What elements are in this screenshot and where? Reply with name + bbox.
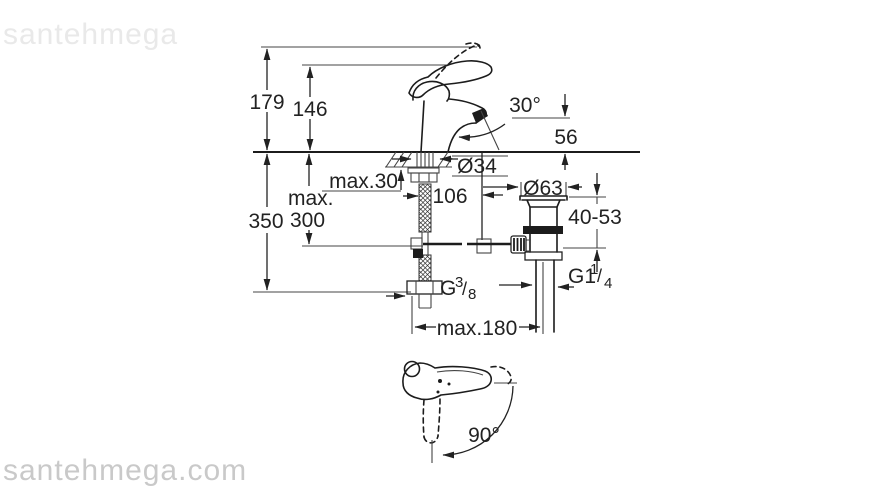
linkage-knob [510, 235, 527, 254]
dim-deck-thickness: max.30 [329, 170, 398, 193]
handle-cap [403, 360, 421, 378]
pop-up-waste [510, 195, 568, 333]
dim-handle-swing: 90° [468, 424, 500, 447]
dim-height-to-aerator: 146 [292, 98, 327, 121]
dim-total-depth: 350 [248, 210, 283, 233]
watermark-top: santehmega [3, 18, 179, 51]
spout-angle-arc [458, 123, 506, 142]
dim-supply-thread: G 3 / 8 [440, 274, 476, 303]
dim-spout-angle: 30° [509, 94, 541, 117]
rod-bracket [410, 237, 423, 250]
mounting-nut [410, 172, 438, 183]
threaded-shank-lower [418, 254, 432, 282]
watermark-bottom: santehmega.com [3, 454, 248, 487]
faucet-lever [408, 60, 493, 99]
svg-text:G: G [440, 277, 456, 300]
faucet-front-view [385, 42, 511, 309]
aerator [472, 108, 488, 123]
dim-max-spread: max.180 [437, 317, 518, 340]
mounting-washer [407, 167, 440, 174]
swing-arc [442, 385, 514, 459]
svg-text:8: 8 [468, 286, 476, 303]
supply-nut [406, 280, 443, 295]
faucet-dome [412, 80, 451, 102]
threaded-shank-upper [418, 183, 432, 233]
dim-height-total: 179 [249, 91, 284, 114]
dim-center-offset: 106 [432, 185, 467, 208]
dim-waste-flange-diameter: Ø63 [523, 177, 563, 200]
dim-pull-rod-max-1: max. [288, 187, 334, 210]
svg-text:/: / [597, 266, 602, 286]
svg-text:G1: G1 [568, 265, 596, 288]
dim-waste-deck-range: 40-53 [568, 206, 622, 229]
reference-lines [253, 46, 640, 384]
rod-clamp [476, 238, 492, 254]
handle-top-view [402, 360, 514, 463]
svg-text:3: 3 [455, 274, 463, 291]
svg-text:1: 1 [590, 261, 598, 278]
waste-locknut [524, 251, 563, 261]
waste-seal-ring [523, 226, 563, 234]
svg-text:4: 4 [604, 275, 612, 292]
faucet-lever-raised [435, 44, 481, 79]
dim-pull-rod-max-2: 300 [290, 209, 325, 232]
dim-waste-thread: G1 1 / 4 [568, 261, 612, 292]
dimension-lines [263, 48, 601, 331]
mounting-shank-top [416, 152, 434, 168]
dim-hole-diameter: Ø34 [457, 155, 497, 178]
dimension-labels: 179 146 30° 56 Ø34 max.30 max. 300 350 1… [248, 90, 624, 447]
svg-text:/: / [462, 279, 467, 299]
dim-aerator-to-deck: 56 [554, 126, 577, 149]
handle-outline [402, 362, 493, 401]
